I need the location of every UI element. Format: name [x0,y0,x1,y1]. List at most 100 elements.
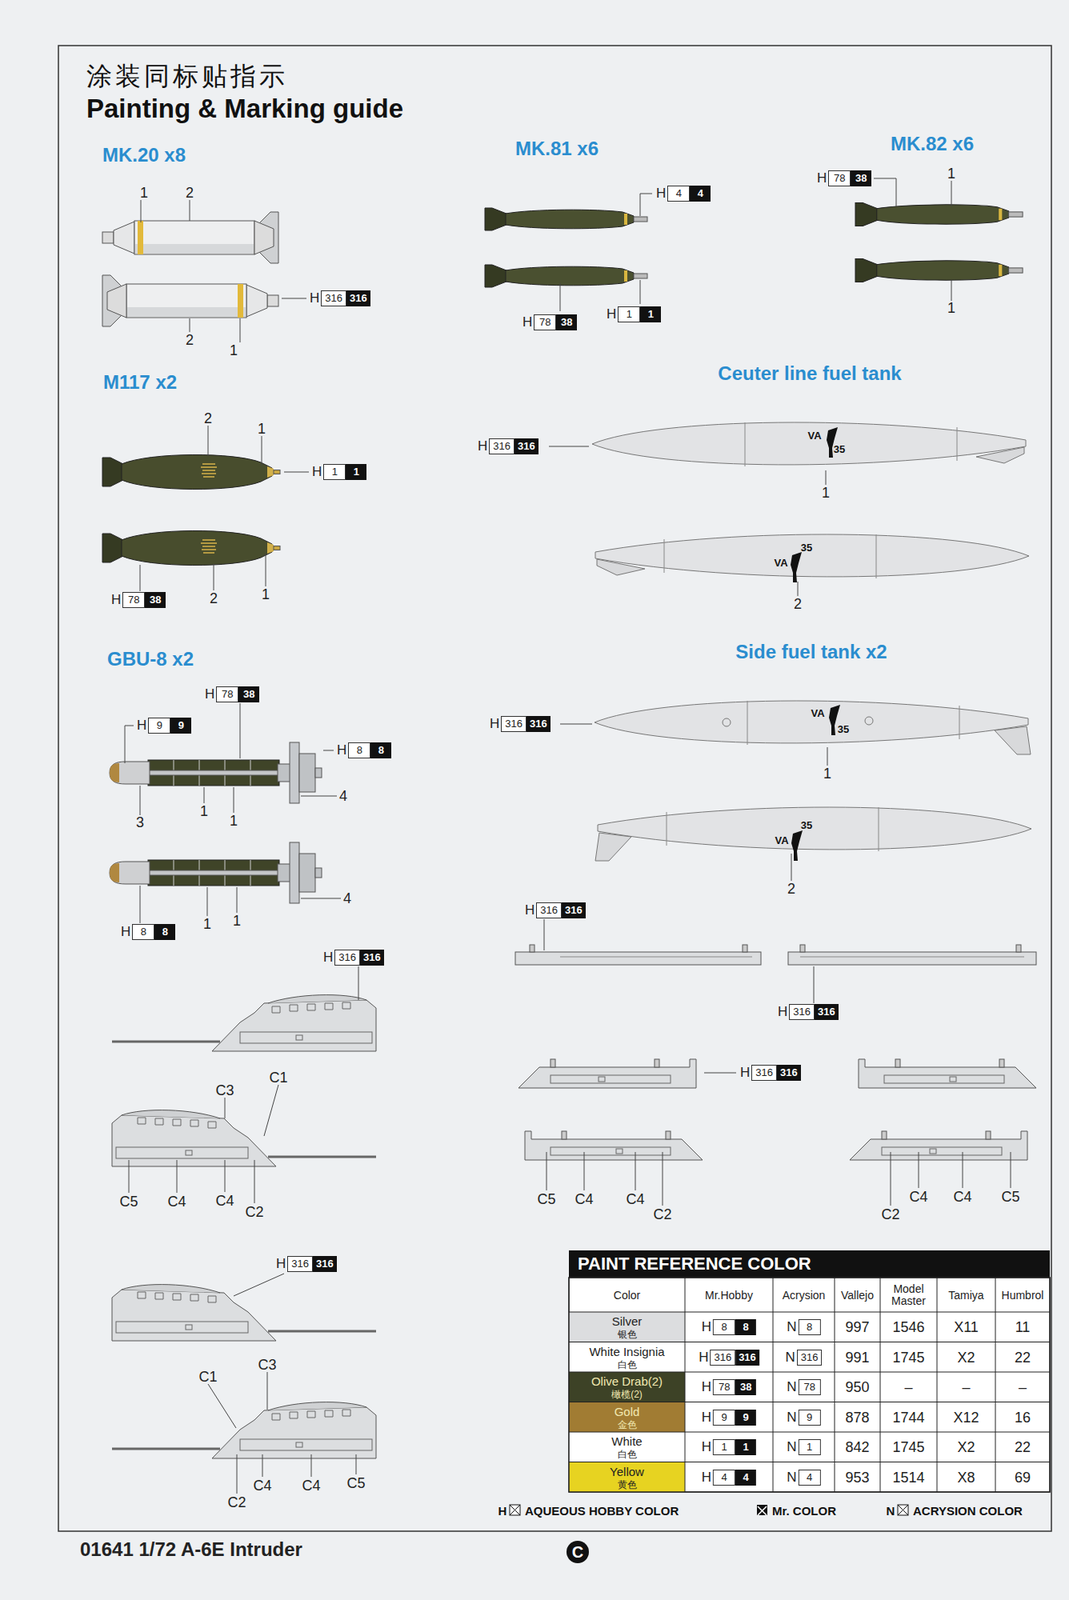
pylons [112,1285,377,1342]
page-title: Painting & Marking guide [86,93,404,125]
paint-number: 22 [1014,1349,1031,1366]
legend-swatch [756,1505,768,1516]
callout-number: 1 [229,342,238,360]
color-name: Silver [612,1315,643,1328]
m117-bombs [102,454,281,489]
column-header: Color [572,1289,682,1302]
color-name: White Insignia [588,1345,665,1358]
paint-number: – [961,1379,970,1397]
leader-lines [140,200,307,343]
color-name-chinese: 银色 [617,1329,637,1340]
paint-chip: H99 [701,1409,757,1426]
callout-number: C5 [346,1475,365,1493]
pylons [529,944,535,953]
paint-code: 78 [216,686,239,703]
paint-chip: H44 [701,1469,757,1486]
paint-table [568,1312,1050,1463]
paint-prefix: H [816,170,827,187]
section-heading: M117 x2 [103,371,177,394]
callout-number: 4 [343,890,352,908]
paint-number: 991 [844,1349,869,1366]
callout-number: C4 [908,1189,928,1206]
paint-code: 9 [712,1409,736,1426]
kit-number: 01641 1/72 A-6E Intruder [80,1538,303,1562]
color-name: Olive Drab(2) [591,1375,663,1388]
mr-color-code: 316 [561,902,586,919]
paint-chip: H7838 [522,314,577,331]
legend-boxes [509,1505,521,1516]
legend-text: ACRYSION COLOR [912,1504,1023,1518]
column-header: Tamiya [940,1289,993,1302]
mr-color-code: 8 [735,1319,757,1336]
paint-code: 78 [798,1379,821,1396]
mk81-bombs [484,208,648,288]
paint-table [568,1402,685,1434]
section-heading: MK.20 x8 [102,144,186,167]
color-name-chinese: 白色 [617,1360,637,1370]
color-name-chinese: 黄色 [617,1480,637,1490]
paint-prefix: H [309,290,320,307]
fuel-tanks [994,726,1031,755]
legend-prefix: N [886,1504,896,1518]
gbu8-bombs [109,742,322,804]
leader-lines [560,193,653,312]
mk82-bombs [855,203,1023,227]
swatch-cross [757,1506,767,1516]
decal-text: 35 [833,443,845,456]
paint-number: X8 [956,1469,975,1486]
pylons [788,952,1037,965]
paint-prefix: N [786,1409,797,1426]
paint-chip: H316316 [309,290,371,307]
paint-number: X11 [953,1319,979,1337]
mr-color-code: 9 [735,1409,757,1426]
paint-code: 4 [712,1469,736,1486]
paint-code: 8 [712,1319,736,1336]
paint-number: 1546 [892,1319,925,1337]
decal-text: VA [774,834,789,847]
fuel-tanks [722,718,731,727]
leader-lines [128,966,359,1204]
paint-code: 316 [709,1349,736,1366]
column-header: Model Master [883,1283,934,1307]
mk81-bombs [484,208,648,231]
mr-color-code: 38 [850,170,872,187]
paint-code: 4 [798,1469,821,1486]
fuel-tanks [595,832,632,861]
paint-code: 8 [798,1319,821,1336]
paint-prefix: H [336,742,347,759]
paint-table [568,1342,685,1374]
paint-code: 1 [798,1439,821,1456]
paint-prefix: H [136,717,147,734]
fuel-tanks [596,559,645,576]
table-title: PAINT REFERENCE COLOR [577,1253,812,1275]
paint-number: 842 [844,1439,869,1457]
mr-color-code: 316 [814,1004,839,1021]
color-name: Gold [614,1405,641,1418]
paint-number: 1514 [892,1469,925,1486]
paint-prefix: N [785,1349,796,1366]
paint-code: 9 [148,717,171,734]
paint-code: 316 [796,1349,823,1366]
callout-number: C1 [268,1069,288,1087]
mk81-bombs [484,264,648,288]
paint-number: 950 [844,1379,869,1397]
callout-number: 2 [204,410,213,428]
paint-prefix: H [312,464,322,481]
section-heading: GBU-8 x2 [107,648,194,671]
callout-number: 1 [261,586,270,604]
mr-color-code: 38 [735,1379,757,1396]
paint-code: 316 [536,902,562,919]
mr-color-code: 4 [689,185,711,202]
callout-number: 1 [200,803,209,821]
paint-prefix: H [323,949,333,966]
paint-prefix: N [786,1439,797,1456]
mr-color-code: 4 [735,1469,757,1486]
callout-number: C2 [227,1494,246,1512]
paint-prefix: H [522,314,533,331]
paint-number: – [1018,1379,1027,1397]
paint-prefix: H [524,902,535,919]
paint-number: 997 [844,1319,869,1337]
paint-prefix: H [701,1409,712,1426]
paint-code: 316 [320,290,347,307]
paint-chip: H7838 [111,592,166,609]
